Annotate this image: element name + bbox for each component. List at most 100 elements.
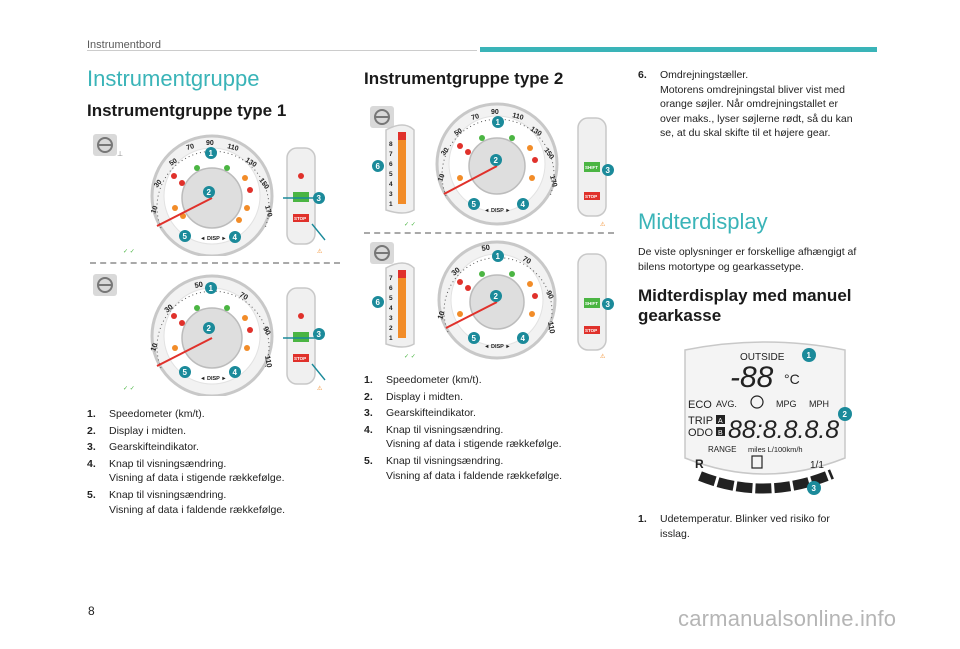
svg-text:7: 7 <box>389 151 393 158</box>
svg-text:RANGE: RANGE <box>708 445 736 454</box>
svg-text:4: 4 <box>521 334 526 343</box>
svg-text:°C: °C <box>784 371 800 387</box>
svg-text:4: 4 <box>233 233 238 242</box>
svg-text:3: 3 <box>317 330 322 339</box>
svg-text:1: 1 <box>209 284 214 293</box>
svg-text:STOP: STOP <box>294 356 306 361</box>
svg-text:1: 1 <box>389 201 393 208</box>
svg-text:70: 70 <box>186 143 195 152</box>
svg-text:A: A <box>718 418 723 425</box>
svg-text:3: 3 <box>606 300 611 309</box>
separator <box>90 262 340 264</box>
list-item: 4.Knap til visningsændring.Visning af da… <box>87 457 285 485</box>
svg-text:1: 1 <box>496 118 501 127</box>
list-item: 3.Gearskifteindikator. <box>87 441 199 454</box>
svg-text:3: 3 <box>317 194 322 203</box>
svg-text:1: 1 <box>807 351 812 360</box>
svg-text:70: 70 <box>238 290 250 302</box>
subtitle-type-1: Instrumentgruppe type 1 <box>87 101 287 120</box>
svg-text:30: 30 <box>153 179 163 190</box>
svg-text:⚠: ⚠ <box>317 248 323 255</box>
header-rule-left <box>87 50 477 51</box>
svg-text:1/1: 1/1 <box>810 460 824 471</box>
svg-text:3: 3 <box>389 315 393 322</box>
svg-text:SHIFT: SHIFT <box>585 165 598 170</box>
svg-text:110: 110 <box>226 143 239 153</box>
svg-text:5: 5 <box>389 295 393 302</box>
svg-text:◄ DISP ►: ◄ DISP ► <box>484 208 511 214</box>
svg-text:10: 10 <box>150 205 159 215</box>
svg-text:6: 6 <box>376 162 381 171</box>
temperature-readout: -88 <box>730 361 774 394</box>
svg-text:8: 8 <box>389 141 393 148</box>
svg-text:70: 70 <box>471 113 480 122</box>
subtitle-manual-gearbox: Midterdisplay med manuel gearkasse <box>638 286 852 325</box>
svg-text:✓ ✓: ✓ ✓ <box>123 386 135 392</box>
svg-text:30: 30 <box>440 147 450 158</box>
legend-list-type1: 1.Speedometer (km/t). 2.Display i midten… <box>87 407 342 519</box>
svg-text:4: 4 <box>521 200 526 209</box>
outside-label: OUTSIDE <box>740 352 785 363</box>
svg-text:R: R <box>695 457 704 471</box>
svg-text:10: 10 <box>435 310 446 321</box>
svg-text:1: 1 <box>496 252 501 261</box>
subtitle-type-2: Instrumentgruppe type 2 <box>364 69 564 88</box>
svg-text:⊥: ⊥ <box>117 151 123 158</box>
svg-text:110: 110 <box>511 112 524 122</box>
center-lcd-display: OUTSIDE -88 °C ECO AVG. MPG MPH TRIP ODO… <box>670 340 860 500</box>
svg-text:90: 90 <box>206 140 214 147</box>
section-title-midterdisplay: Midterdisplay <box>638 209 768 234</box>
svg-text:3: 3 <box>606 166 611 175</box>
svg-text:◄ DISP ►: ◄ DISP ► <box>200 376 227 382</box>
svg-text:2: 2 <box>494 156 499 165</box>
svg-text:170: 170 <box>263 205 273 218</box>
svg-text:50: 50 <box>453 128 463 138</box>
svg-text:110: 110 <box>263 355 274 368</box>
list-item: 3.Gearskifteindikator. <box>364 407 476 420</box>
svg-text:B: B <box>718 430 723 437</box>
svg-text:⚠: ⚠ <box>600 353 606 360</box>
svg-text:ODO: ODO <box>688 427 714 439</box>
list-item: 2.Display i midten. <box>87 424 187 437</box>
svg-text:◄ DISP ►: ◄ DISP ► <box>484 344 511 350</box>
svg-text:2: 2 <box>207 188 212 197</box>
svg-text:7: 7 <box>389 275 393 282</box>
svg-text:5: 5 <box>472 200 477 209</box>
svg-text:5: 5 <box>389 171 393 178</box>
svg-text:1: 1 <box>389 335 393 342</box>
svg-text:50: 50 <box>481 243 491 253</box>
svg-text:1: 1 <box>209 149 214 158</box>
svg-text:2: 2 <box>389 325 393 332</box>
legend-list-type2: 1.Speedometer (km/t). 2.Display i midten… <box>364 373 619 485</box>
svg-text:miles L/100km/h: miles L/100km/h <box>748 445 803 454</box>
svg-text:90: 90 <box>544 289 556 300</box>
svg-text:AVG.: AVG. <box>716 399 737 409</box>
svg-text:✓ ✓: ✓ ✓ <box>404 222 416 228</box>
list-item: 1. Udetemperatur. Blinker ved risiko for… <box>638 513 830 540</box>
svg-text:SHIFT: SHIFT <box>585 301 598 306</box>
svg-text:⚠: ⚠ <box>317 385 323 392</box>
cluster-type1-image-b: 10 30 50 70 90 110 ◄ DISP ► STOP 1 2 3 4… <box>87 268 340 396</box>
list-item: 2.Display i midten. <box>364 390 464 403</box>
svg-text:50: 50 <box>168 158 178 168</box>
list-item: 1.Speedometer (km/t). <box>364 374 482 386</box>
list-item: 5.Knap til visningsændring.Visning af da… <box>87 488 286 516</box>
svg-text:STOP: STOP <box>585 194 597 199</box>
svg-text:10: 10 <box>148 342 159 353</box>
svg-text:4: 4 <box>389 181 393 188</box>
svg-text:✓ ✓: ✓ ✓ <box>404 354 416 360</box>
header-rule-accent <box>480 47 877 52</box>
watermark: carmanualsonline.info <box>678 606 897 631</box>
svg-text:2: 2 <box>843 410 848 419</box>
svg-text:5: 5 <box>183 368 188 377</box>
disp-label: ◄ DISP ► <box>200 236 227 242</box>
svg-text:5: 5 <box>183 232 188 241</box>
svg-text:50: 50 <box>194 280 204 290</box>
svg-text:90: 90 <box>491 109 499 116</box>
svg-text:6: 6 <box>389 285 393 292</box>
page-title: Instrumentgruppe <box>87 66 260 91</box>
legend-item-6: 6. Omdrejningstæller. Motorens omdrejnin… <box>638 68 878 143</box>
svg-text:MPH: MPH <box>809 399 829 409</box>
